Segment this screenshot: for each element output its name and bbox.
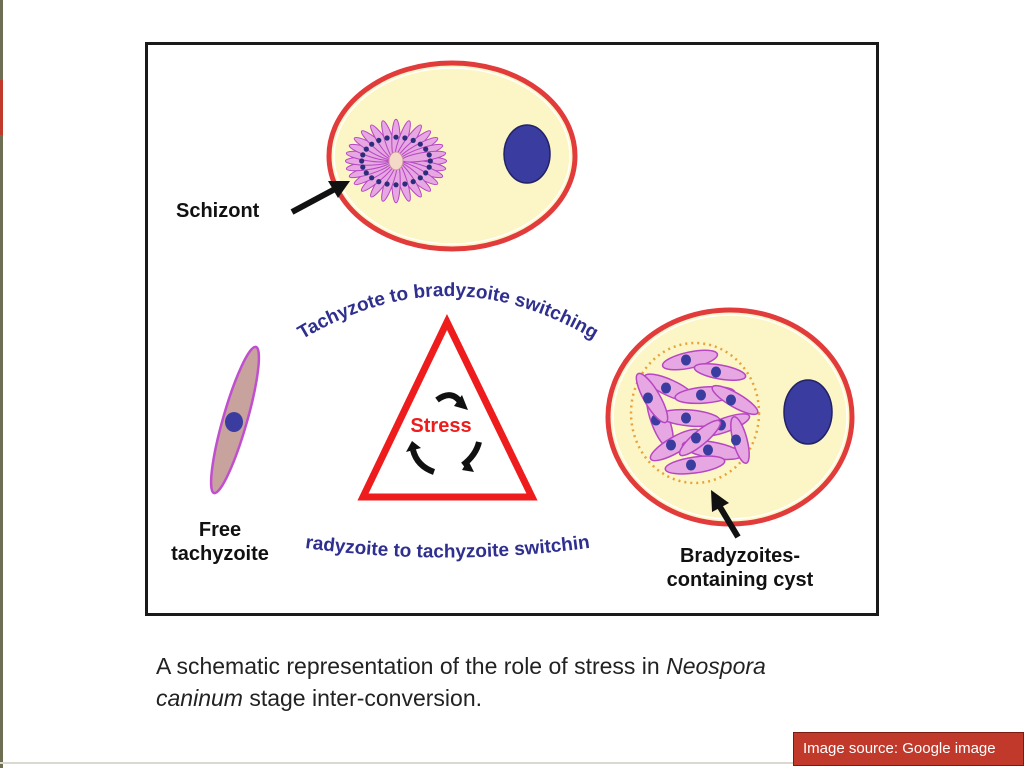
- free-tachyzoite: [209, 345, 261, 495]
- bradyzoite-nucleus: [691, 432, 701, 444]
- merozoite-nucleus: [410, 137, 416, 143]
- stress-label: Stress: [410, 415, 471, 437]
- slide-bottom-rule: [0, 762, 1024, 764]
- caption-species-genus: Neospora: [666, 653, 766, 679]
- free-label-line2: tachyzoite: [171, 543, 269, 565]
- bradyzoite-nucleus: [711, 366, 721, 378]
- bradyzoite-nucleus: [731, 434, 741, 446]
- bradyzoite-nucleus: [681, 354, 691, 366]
- merozoite-nucleus: [417, 141, 423, 147]
- bradyzoite-nucleus: [686, 459, 696, 471]
- schizont-label: Schizont: [176, 200, 260, 222]
- bradyzoite-nucleus: [666, 439, 676, 451]
- merozoite-nucleus: [363, 170, 369, 176]
- bradyzoite-nucleus: [696, 389, 706, 401]
- bradyzoite-nucleus: [643, 392, 653, 404]
- bradyzoite-nucleus: [703, 444, 713, 456]
- merozoite-nucleus: [359, 158, 365, 164]
- caption-text-1: A schematic representation of the role o…: [156, 653, 667, 679]
- merozoite-nucleus: [393, 134, 399, 140]
- cyst-host-cell: [605, 307, 855, 527]
- merozoite-nucleus: [360, 164, 366, 170]
- merozoite-nucleus: [410, 179, 416, 185]
- merozoite-nucleus: [402, 181, 408, 187]
- merozoite-nucleus: [417, 175, 423, 181]
- merozoite-nucleus: [427, 158, 433, 164]
- merozoite-nucleus: [376, 179, 382, 185]
- stress-triangle: Stress: [357, 313, 538, 501]
- cycle-arrows-icon: [406, 392, 482, 475]
- schizont-arrow-icon: [290, 181, 350, 215]
- caption-species-epithet: caninum: [156, 685, 243, 711]
- tachyzoite-nucleus: [225, 412, 243, 432]
- bradyzoite-cluster: [635, 349, 759, 475]
- bradyzoite-nucleus: [681, 412, 691, 424]
- cyst-arrow-icon: [711, 490, 741, 539]
- bradyzoite-nucleus: [726, 394, 736, 406]
- merozoite-nucleus: [426, 164, 432, 170]
- merozoite-nucleus: [363, 146, 369, 152]
- merozoite-nucleus: [369, 175, 375, 181]
- cyst-label-line2: containing cyst: [666, 569, 814, 591]
- merozoite-nucleus: [369, 141, 375, 147]
- cyst-wall: [629, 341, 761, 485]
- free-tachyzoite-label: Free tachyzoite: [150, 518, 290, 566]
- merozoite-nucleus: [384, 181, 390, 187]
- merozoite-nucleus: [376, 137, 382, 143]
- cyst-label: Bradyzoites- containing cyst: [640, 544, 840, 592]
- figure-caption: A schematic representation of the role o…: [156, 650, 876, 714]
- cyst-label-line1: Bradyzoites-: [679, 545, 801, 567]
- merozoite-nucleus: [360, 152, 366, 158]
- merozoite-nucleus: [384, 135, 390, 141]
- merozoite-nucleus: [423, 170, 429, 176]
- slide-left-edge: [0, 0, 3, 768]
- cyst-host-nucleus: [783, 379, 833, 445]
- merozoite-nucleus: [393, 182, 399, 188]
- slide-edge-accent: [0, 80, 3, 135]
- image-source-label: Image source: Google image: [793, 732, 1024, 766]
- host-nucleus: [503, 124, 551, 184]
- free-label-line1: Free: [198, 519, 242, 541]
- merozoite-nucleus: [423, 146, 429, 152]
- residual-body: [388, 151, 404, 171]
- schizont-host-cell: [326, 60, 578, 252]
- merozoite-nucleus: [402, 135, 408, 141]
- schizont-rosette: [344, 118, 448, 204]
- bradyzoite-nucleus: [661, 382, 671, 394]
- caption-text-2: stage inter-conversion.: [242, 685, 483, 711]
- merozoite-nucleus: [426, 152, 432, 158]
